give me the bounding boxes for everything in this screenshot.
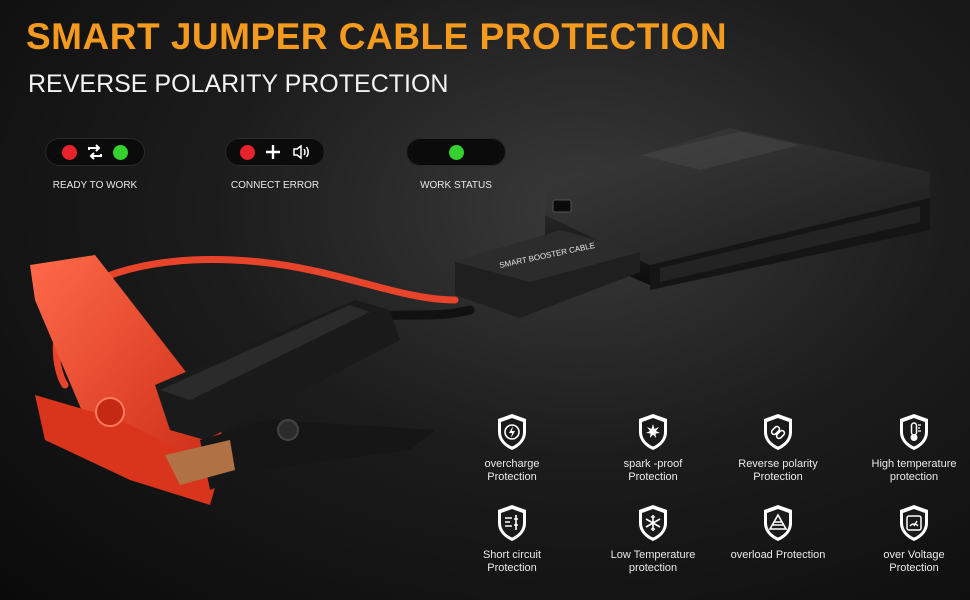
jump-starter-device [545, 128, 930, 290]
feature-label: overload Protection [730, 549, 826, 561]
feature-overcharge: overcharge Protection [452, 412, 572, 484]
overload-triangle-icon [764, 505, 792, 541]
feature-label: over Voltage Protection [883, 549, 945, 574]
red-led [62, 144, 77, 160]
green-led [448, 144, 464, 160]
feature-high-temperature: High temperature protection [854, 412, 970, 484]
chain-link-icon [764, 414, 792, 450]
spark-burst-icon [639, 414, 667, 450]
thermometer-icon [900, 414, 928, 450]
black-clamp [155, 300, 435, 490]
indicator-pill [225, 138, 325, 166]
feature-label: overcharge Protection [484, 458, 540, 483]
plus-icon [265, 145, 280, 159]
circuit-icon [498, 505, 526, 541]
page-title: SMART JUMPER CABLE PROTECTION [26, 16, 728, 57]
snowflake-icon [639, 505, 667, 541]
feature-over-voltage: over Voltage Protection [854, 503, 970, 575]
lightning-circle-icon [498, 414, 526, 450]
feature-short-circuit: Short circuit Protection [452, 503, 572, 575]
feature-overload: overload Protection [718, 503, 838, 562]
indicator-label: READY TO WORK [52, 180, 138, 191]
page-subtitle: REVERSE POLARITY PROTECTION [28, 70, 449, 98]
feature-label: Low Temperature protection [610, 549, 696, 574]
feature-reverse-polarity: Reverse polarity Protection [718, 412, 838, 484]
feature-spark-proof: spark -proof Protection [593, 412, 713, 484]
indicator-label: CONNECT ERROR [230, 180, 320, 191]
speaker-icon [292, 144, 309, 160]
green-led [113, 144, 128, 160]
indicator-pill [406, 138, 506, 166]
feature-label: spark -proof Protection [623, 458, 683, 483]
red-clamp [30, 255, 225, 505]
smart-cable-module: SMART BOOSTER CABLE [455, 230, 640, 318]
indicator-ready: READY TO WORK [45, 138, 145, 191]
repeat-icon [88, 144, 102, 160]
feature-label: Short circuit Protection [482, 549, 542, 574]
indicator-connect-error: CONNECT ERROR [225, 138, 325, 191]
indicator-work-status: WORK STATUS [406, 138, 506, 191]
feature-low-temperature: Low Temperature protection [593, 503, 713, 575]
red-led [239, 144, 255, 160]
feature-label: Reverse polarity Protection [738, 458, 818, 483]
indicator-label: WORK STATUS [420, 180, 492, 191]
feature-label: High temperature protection [871, 458, 957, 483]
gauge-icon [900, 505, 928, 541]
indicator-pill [45, 138, 145, 166]
